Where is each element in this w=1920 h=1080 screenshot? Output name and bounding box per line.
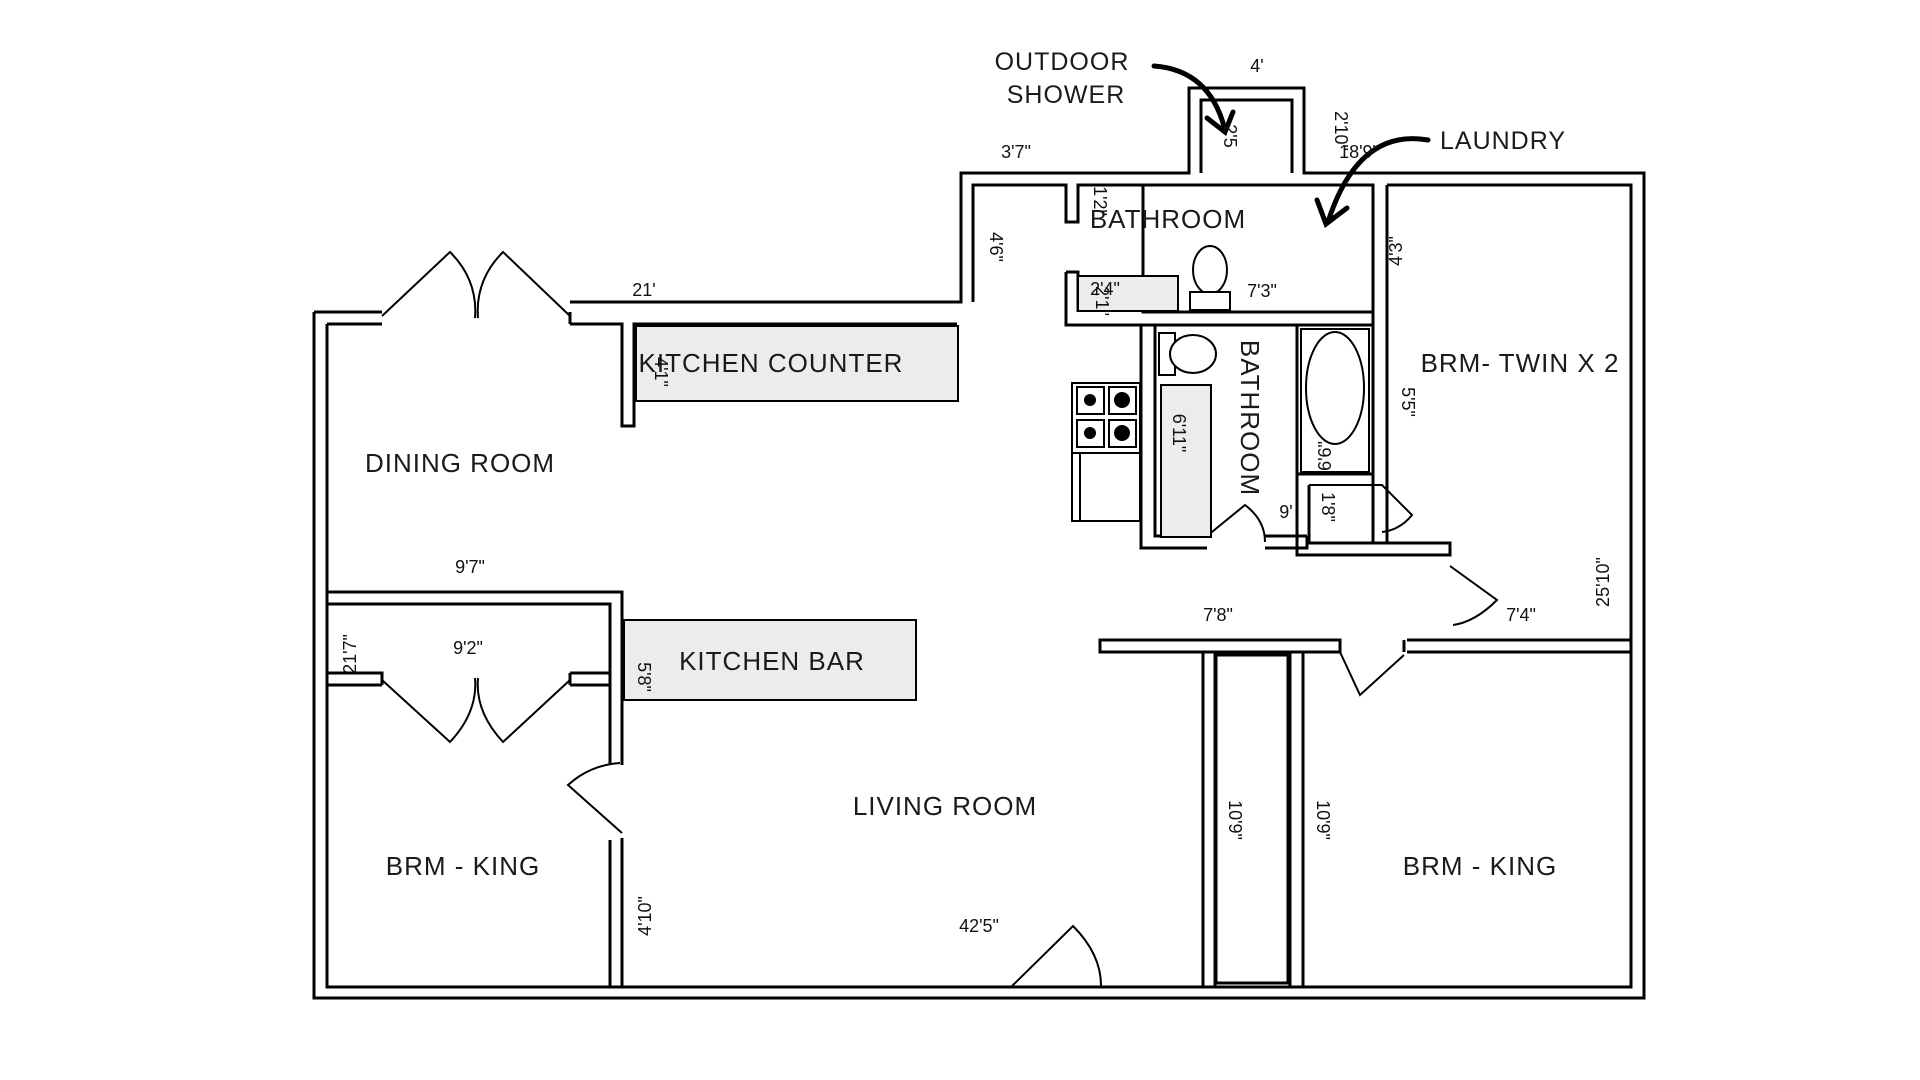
toilet-icon-2 [1158, 332, 1217, 376]
kitchen-counter [635, 325, 959, 402]
dim-6-6: 6'6" [1315, 441, 1335, 471]
dim-7-8: 7'8" [1203, 605, 1233, 625]
outdoor-shower-arrow [1151, 63, 1228, 133]
dim-2-10: 2'10" [1331, 111, 1351, 151]
label-living-room: LIVING ROOM [853, 791, 1037, 821]
outer-walls [312, 86, 1646, 1000]
laundry-arrow [1325, 136, 1431, 225]
dim-10-9a: 10'9" [1225, 800, 1245, 840]
kitchen-bar [623, 619, 917, 701]
dim-6-11: 6'11" [1169, 414, 1189, 453]
dim-10-9b: 10'9" [1313, 800, 1333, 840]
dim-9-2: 9'2" [453, 638, 483, 658]
dim-4-3: 4'3" [1386, 236, 1406, 266]
dim-4ft: 4' [1250, 56, 1263, 76]
toilet-icon [1189, 245, 1231, 311]
label-outdoor-shower-1: OUTDOOR [995, 48, 1130, 76]
label-dining-room: DINING ROOM [365, 448, 555, 478]
bathroom-top-walls [1064, 270, 1179, 327]
outdoor-shower-arrowhead [1204, 109, 1236, 137]
label-brm-king-right: BRM - KING [1403, 851, 1557, 881]
dim-4-6: 4'6" [986, 232, 1006, 262]
label-laundry: LAUNDRY [1440, 127, 1566, 155]
dim-21-7: 21'7" [340, 634, 360, 674]
label-outdoor-shower-2: SHOWER [1007, 81, 1126, 109]
laundry-arrowhead [1314, 197, 1350, 229]
dim-7-4: 7'4" [1506, 605, 1536, 625]
dim-3-7: 3'7" [1001, 142, 1031, 162]
dim-9-7: 9'7" [455, 557, 485, 577]
stove-icon [1071, 382, 1141, 522]
dining-bedroom-walls [327, 590, 624, 987]
dim-2-4: 2'4" [1090, 279, 1120, 299]
dim-5-8: 5'8" [634, 662, 654, 692]
dim-42-5: 42'5" [959, 916, 999, 936]
front-door [1009, 924, 1103, 989]
dim-18-9: 18'9" [1339, 142, 1379, 162]
dining-french-door [381, 250, 571, 319]
bathtub-icon [1300, 328, 1370, 473]
dim-9: 9' [1279, 502, 1292, 522]
dim-1-8: 1'8" [1318, 492, 1338, 522]
label-brm-king-left: BRM - KING [386, 851, 540, 881]
bedroom-twin-walls [1371, 185, 1631, 654]
dim-4-1: 4'1" [651, 357, 671, 387]
bathroom-side-counter [1160, 384, 1212, 538]
dim-5-5: 5'5" [1398, 387, 1418, 417]
dim-1-2: 1'2" [1090, 186, 1110, 216]
label-kitchen-counter: KITCHEN COUNTER [639, 348, 904, 378]
label-bathroom-side: BATHROOM [1235, 340, 1265, 496]
hallway-walls [1098, 638, 1406, 987]
dim-2-1: 2'1" [1092, 286, 1112, 316]
dim-4-10: 4'10" [635, 896, 655, 936]
label-bathroom-top: BATHROOM [1090, 204, 1246, 234]
dim-7-3: 7'3" [1247, 281, 1277, 301]
dim-21: 21' [632, 280, 655, 300]
label-kitchen-bar: KITCHEN BAR [679, 646, 865, 676]
label-brm-twin: BRM- TWIN X 2 [1421, 348, 1620, 378]
bathroom-top-counter [1077, 275, 1179, 312]
dim-2-5: 2'5 [1220, 124, 1240, 147]
dim-25-10: 25'10" [1593, 557, 1613, 607]
